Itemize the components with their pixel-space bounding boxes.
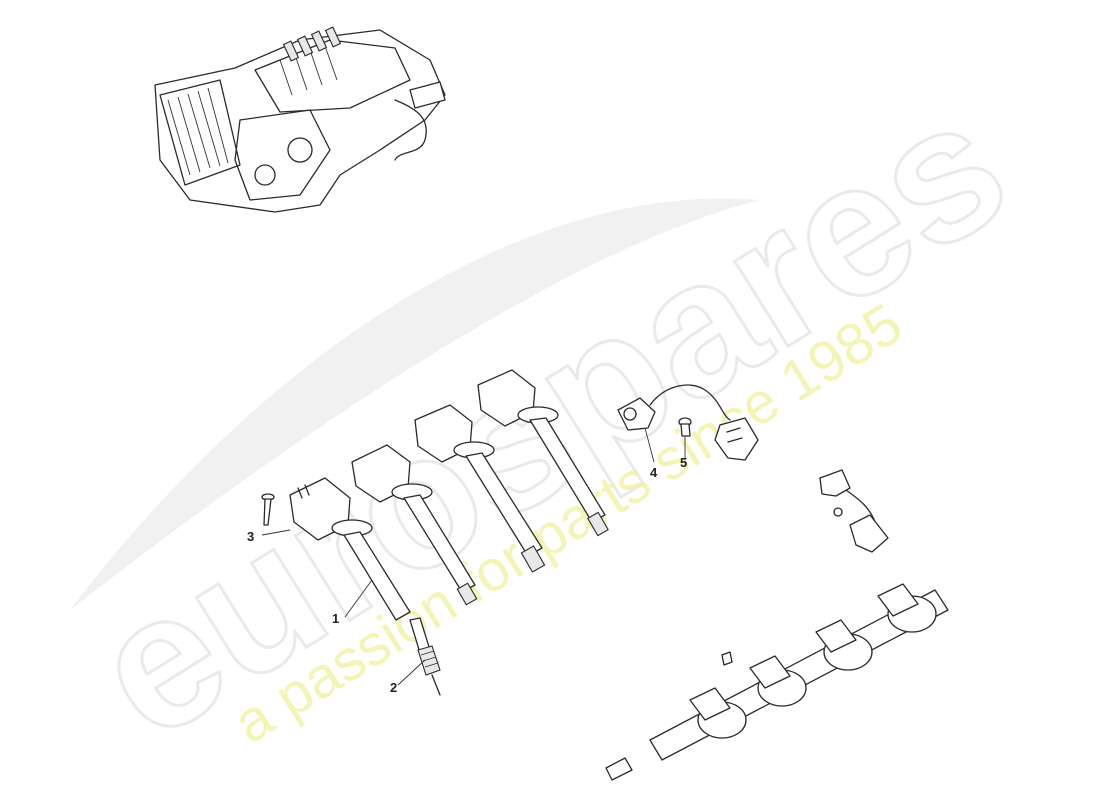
callout-5: 5: [680, 455, 687, 470]
ignition-coil-rail-icon[interactable]: [605, 583, 949, 781]
callout-2: 2: [390, 680, 397, 695]
rail-coil: [689, 687, 747, 739]
ignition-coil[interactable]: [289, 477, 411, 621]
spark-plug-icon[interactable]: [409, 617, 441, 696]
callout-4: 4: [650, 465, 658, 480]
ignition-coil[interactable]: [477, 369, 609, 537]
engine-overview-icon: [154, 26, 446, 213]
leader-lines: [261, 427, 686, 686]
bolt-icon[interactable]: [261, 493, 275, 526]
crankshaft-sensor-icon[interactable]: [819, 469, 889, 553]
ignition-coil-group[interactable]: [289, 369, 609, 621]
ignition-coil[interactable]: [414, 404, 546, 573]
camshaft-position-sensor-icon[interactable]: [617, 384, 759, 461]
ignition-coil[interactable]: [351, 444, 478, 606]
rail-coil: [877, 583, 937, 633]
rail-coil: [749, 655, 807, 707]
rail-coil: [815, 619, 873, 671]
callout-3: 3: [247, 529, 254, 544]
screw-icon[interactable]: [678, 417, 692, 437]
callout-1: 1: [332, 611, 339, 626]
